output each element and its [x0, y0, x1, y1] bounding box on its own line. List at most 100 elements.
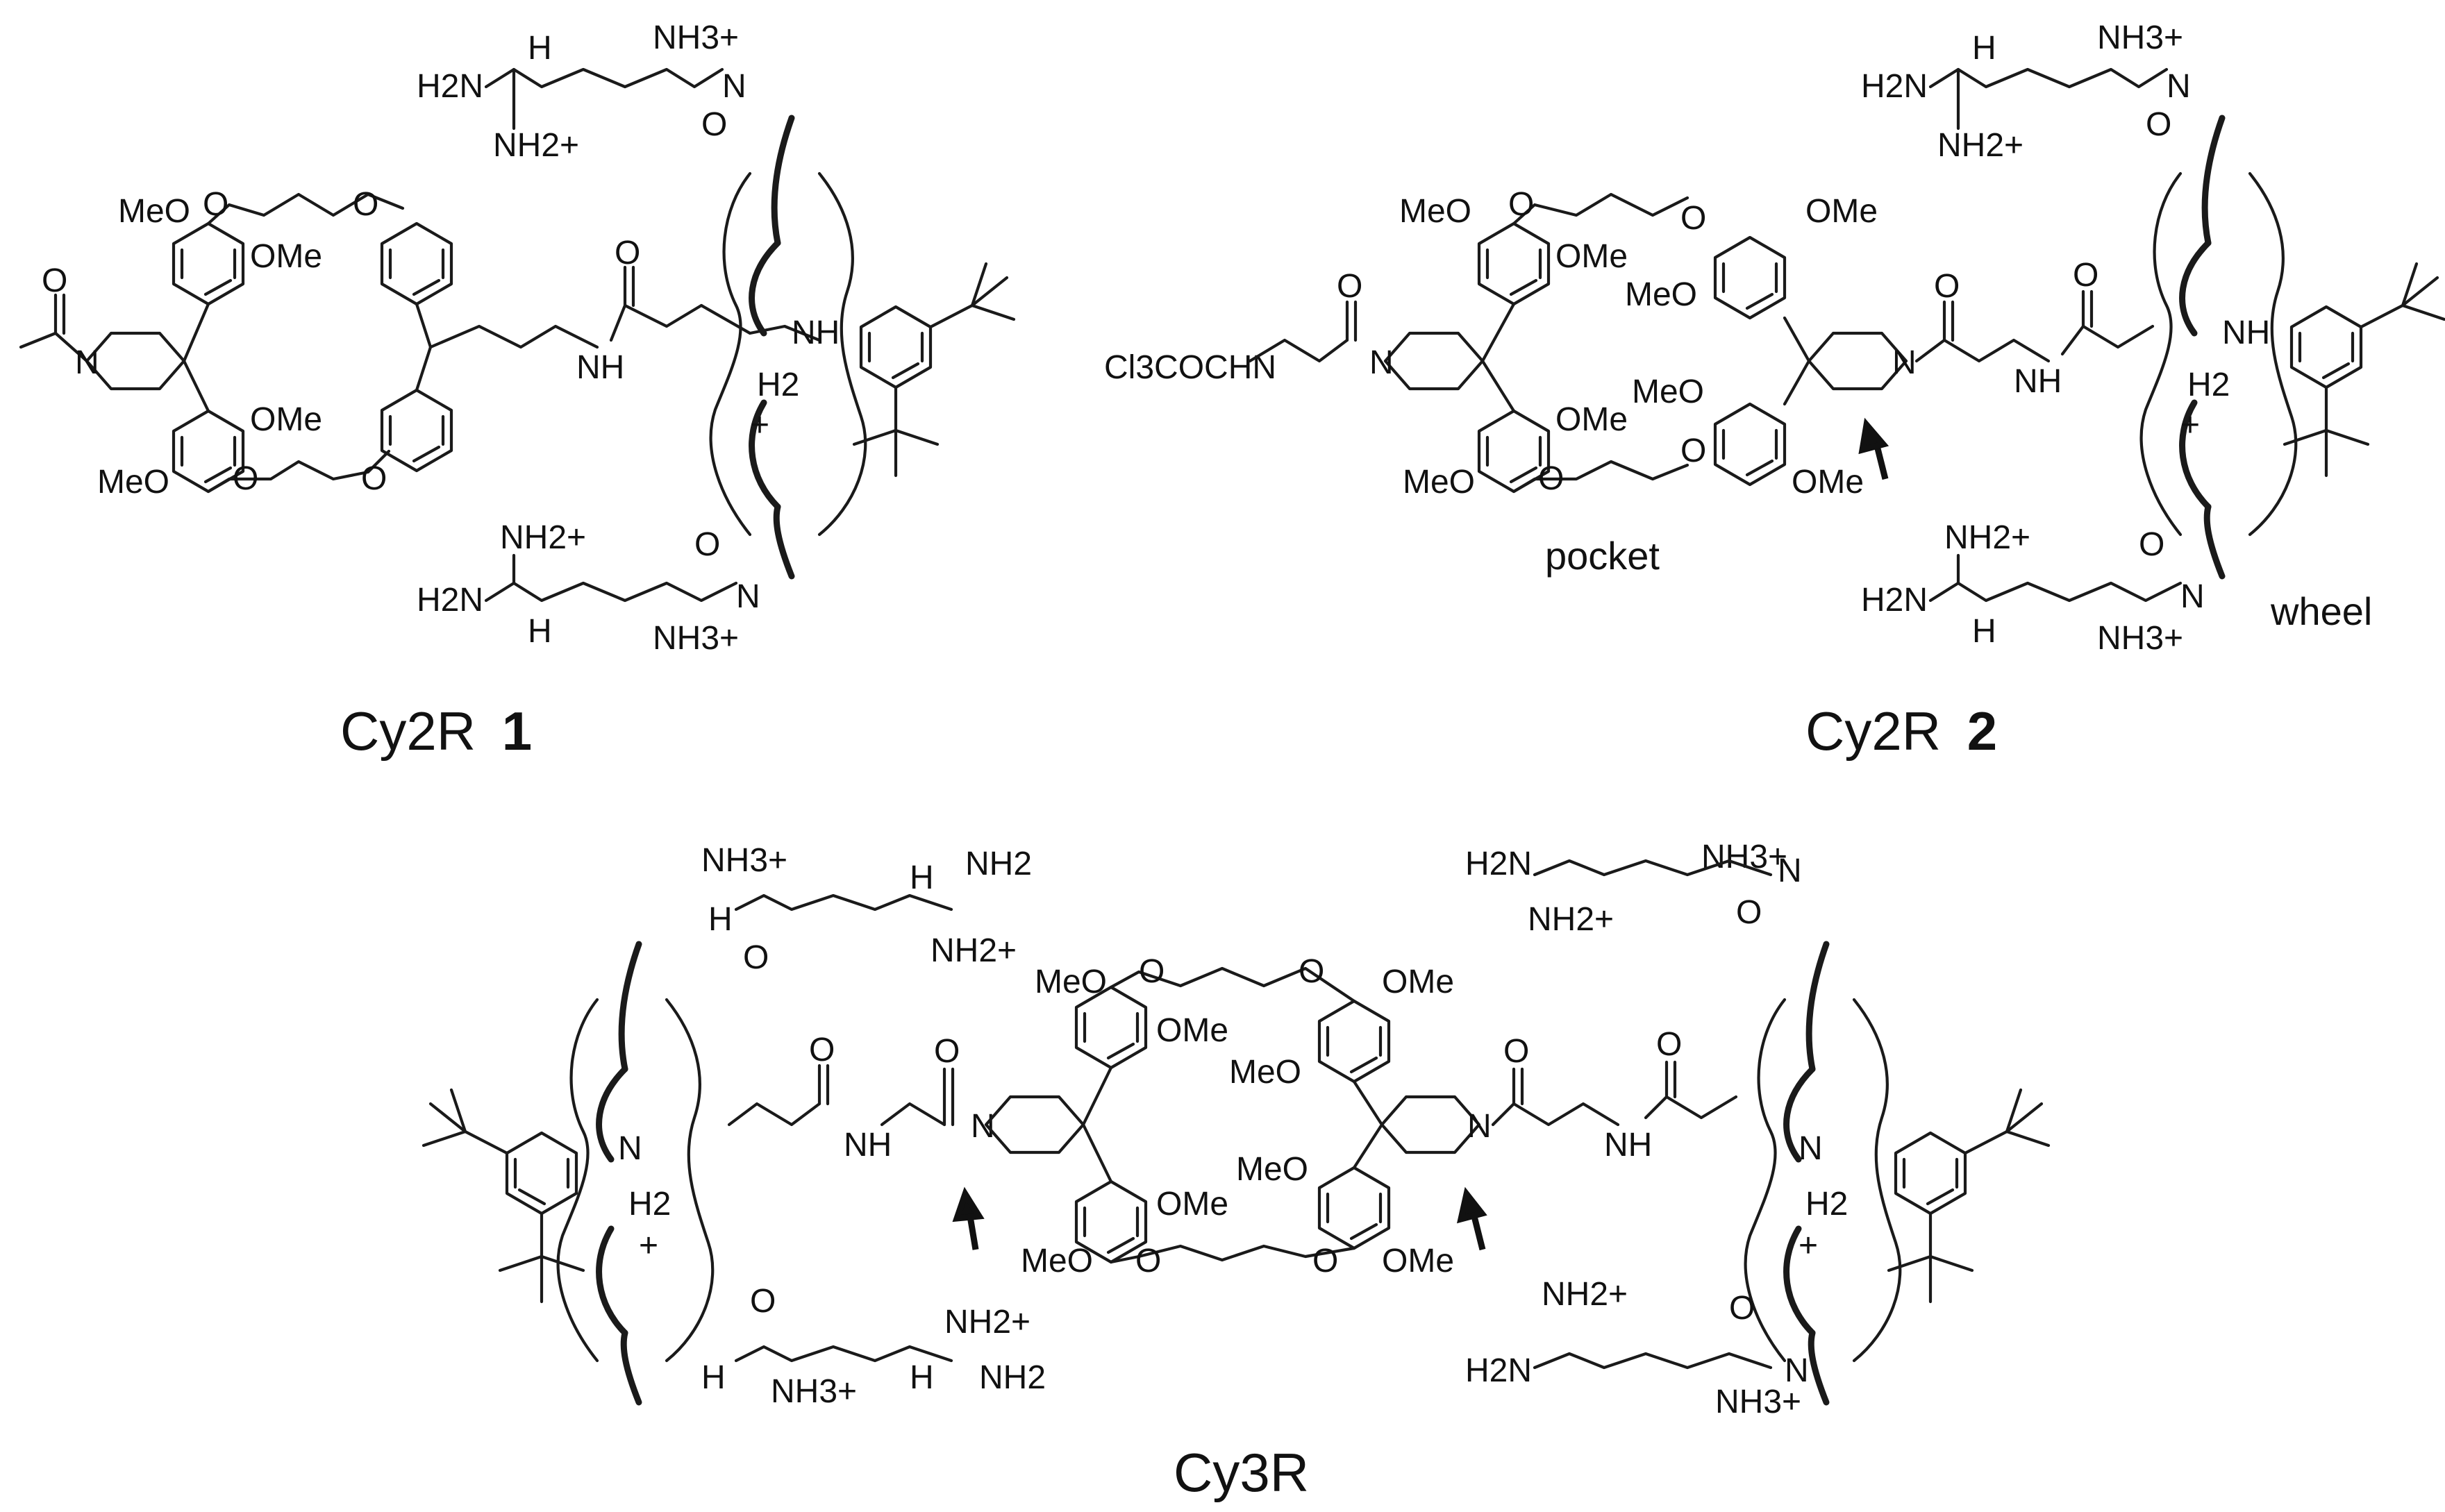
cy2r2-arrow [1858, 417, 1889, 480]
cy3r-amide-nh-2: NH [1604, 1127, 1652, 1164]
cy3r-nh-left: N [618, 1130, 642, 1167]
cy3r-arg4-nh2p: NH2+ [1542, 1276, 1628, 1313]
cy3r-aryl-4 [1319, 1168, 1389, 1248]
cy2r2-pip-n-1: N [1369, 344, 1394, 381]
cy2r1-amide-o: O [615, 235, 640, 271]
cy2r2-o-3: O [1538, 460, 1564, 497]
cy3r-o-1: O [1139, 953, 1165, 990]
cy3r-arg2-o: O [750, 1283, 776, 1320]
cy3r-arg1-nh2: NH2 [965, 846, 1032, 882]
cy3r-pip-n-2: N [1467, 1108, 1492, 1145]
cy2r1-arg1-nh2p: NH2+ [493, 127, 579, 164]
cy2r1-ome-2: OMe [250, 401, 322, 438]
cy2r1-o-1: O [203, 186, 228, 223]
cy3r-amide-o-1: O [809, 1032, 835, 1068]
cy3r-arg1-o: O [743, 939, 769, 976]
cy2r2-arg1-nh3: NH3+ [2097, 19, 2183, 56]
cy3r-o-2: O [1299, 953, 1324, 990]
cy3r-amide-o-2: O [934, 1033, 960, 1070]
cy3r-nh-right: N [1799, 1130, 1823, 1167]
cy2r1-arg2-nh3: NH3+ [653, 620, 739, 657]
cy2r1-arg1-nh3: NH3+ [653, 19, 739, 56]
cy2r2-plus: + [2180, 407, 2200, 444]
cy3r-arg3-h2n: H2N [1465, 846, 1532, 882]
cy2r2-arg1-h: H [1972, 30, 1996, 67]
cy2r2-arg2-n: N [2180, 578, 2205, 615]
cy2r2-caption: Cy2R 2 [1805, 700, 1997, 762]
cy2r2-arg1-n: N [2167, 68, 2191, 105]
cy2r2-arg2-h2n: H2N [1861, 582, 1928, 619]
cy3r-plus-right: + [1799, 1227, 1818, 1264]
cy2r2-piperidine-right [1809, 333, 1906, 389]
cy3r-arg4-nh3: NH3+ [1715, 1384, 1801, 1420]
cy2r2-ome-4: OMe [1792, 464, 1864, 501]
cy2r1-caption: Cy2R 1 [340, 700, 532, 762]
cy3r-arrow-left [952, 1186, 985, 1250]
cy2r2-ome-1: OMe [1555, 238, 1628, 275]
cy3r-arg2-nh3: NH3+ [771, 1373, 857, 1410]
cy3r-tbu-stopper-right [1889, 1090, 2048, 1302]
cy2r1-arg2-h2n: H2N [417, 582, 483, 619]
cy3r-ome-2: OMe [1382, 964, 1454, 1000]
wheel-label: wheel [2270, 589, 2372, 633]
cy2r2-amide-nh: NH [2014, 363, 2062, 400]
cy3r-amide-o-4: O [1656, 1026, 1682, 1063]
cy3r-o-3: O [1135, 1243, 1161, 1279]
cy2r2-amide-o-2: O [1934, 268, 1960, 305]
cy3r-amide-o-3: O [1503, 1033, 1529, 1070]
cy2r2-ome-2: OMe [1555, 401, 1628, 438]
cy2r1-ome-1: OMe [250, 238, 322, 275]
cy2r1-amide-nh: NH [576, 349, 624, 386]
cy2r2-amide-o-1: O [1337, 268, 1362, 305]
cy2r1-phenyl-lower [382, 390, 451, 471]
cy2r1-arg2-o: O [694, 526, 720, 563]
cy3r-arg4-o: O [1729, 1290, 1755, 1327]
cy2r1-phenyl-upper [382, 224, 451, 304]
cy2r1-nh-h2: H2 [757, 367, 799, 403]
cy2r1-arg1-h: H [528, 30, 552, 67]
cy2r1-o-2: O [353, 186, 378, 223]
cy2r2-structure: Cl3COCHN O N MeO OMe OMe MeO O O O O OMe… [1104, 19, 2444, 657]
cy2r1-o-3: O [233, 460, 258, 497]
cy2r2-meo-2: MeO [1403, 464, 1475, 501]
cy3r-arg3-n: N [1778, 852, 1802, 889]
cy2r2-piperidine-left [1385, 333, 1483, 389]
cy2r2-arg2-o: O [2139, 526, 2164, 563]
cy2r2-crown-wheel [2142, 118, 2296, 576]
cy2r2-aryl-1 [1479, 224, 1549, 304]
cy2r1-meo-1: MeO [118, 193, 190, 230]
cy2r1-arg2-h: H [528, 613, 552, 650]
cy3r-arg2-nh2: NH2 [979, 1359, 1046, 1396]
cy2r2-arg2-nh2p: NH2+ [1944, 519, 2030, 556]
cy2r2-o-2: O [1680, 200, 1706, 237]
cy3r-arg2-h: H [701, 1359, 726, 1396]
cy2r2-aryl-4 [1715, 404, 1785, 485]
cy3r-meo-4: MeO [1021, 1243, 1093, 1279]
cy3r-crown-wheel-right [1746, 944, 1901, 1402]
cy2r2-pip-n-2: N [1892, 344, 1917, 381]
cy2r1-upper-aryl [174, 224, 243, 304]
cy2r1-arg1-o: O [701, 106, 727, 143]
pocket-label: pocket [1545, 534, 1660, 578]
cy3r-ome-1: OMe [1156, 1012, 1228, 1049]
cy2r2-meo-3: MeO [1625, 276, 1697, 313]
cy3r-arg3-nh3: NH3+ [1701, 839, 1787, 875]
cy2r2-meo-4: MeO [1632, 373, 1704, 410]
cy2r2-cl3cochn: Cl3COCHN [1104, 349, 1276, 386]
cy2r2-tbu-stopper [2285, 264, 2444, 476]
cy2r2-arg1-o: O [2146, 106, 2171, 143]
cy2r1-pip-n: N [75, 344, 99, 381]
cy2r2-nh: NH [2222, 314, 2270, 351]
cy3r-arg3-o: O [1736, 894, 1762, 931]
cy2r1-piperidine [19, 293, 184, 389]
cy3r-h2-left: H2 [628, 1186, 671, 1223]
cy3r-arg2-nh2p: NH2+ [944, 1304, 1030, 1341]
cy3r-arg2-nh: H [910, 1359, 934, 1396]
cy3r-ome-3: OMe [1156, 1186, 1228, 1223]
cy3r-o-4: O [1312, 1243, 1338, 1279]
cy3r-h2-right: H2 [1805, 1186, 1848, 1223]
cy3r-arg1-nh2p: NH2+ [931, 932, 1017, 969]
cy3r-ome-4: OMe [1382, 1243, 1454, 1279]
cy3r-arrow-right [1456, 1186, 1487, 1251]
